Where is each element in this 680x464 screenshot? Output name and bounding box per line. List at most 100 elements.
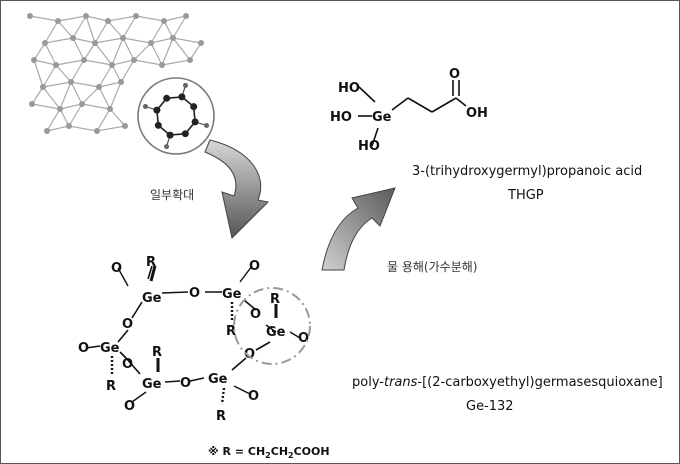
lattice-bond: [44, 20, 59, 44]
lattice-node: [105, 18, 111, 24]
lattice-bond: [70, 81, 83, 105]
thgp-structure: HO HO HO Ge O OH: [330, 67, 488, 154]
lattice-bond: [81, 86, 100, 105]
r-group: R: [146, 255, 156, 270]
lattice-network: [27, 13, 204, 134]
lattice-bond: [94, 37, 124, 44]
lattice-bond: [161, 59, 191, 66]
lattice-bond: [133, 59, 163, 66]
lattice-node: [83, 13, 89, 19]
thgp-ge-atom: Ge: [372, 110, 392, 125]
ring-node: [190, 103, 198, 111]
o-atom: O: [189, 286, 200, 301]
lattice-node: [109, 62, 115, 68]
r-group: R: [270, 292, 280, 307]
o-atom: O: [124, 399, 135, 414]
lattice-bond: [44, 37, 74, 44]
lattice-node: [96, 84, 102, 90]
ge-atom: Ge: [100, 341, 120, 356]
lattice-bond: [135, 15, 165, 22]
lattice-node: [183, 13, 189, 19]
lattice-bond: [46, 108, 61, 132]
lattice-bond: [85, 15, 109, 22]
lattice-bond: [83, 59, 113, 66]
lattice-bond: [46, 125, 70, 132]
lattice-node: [55, 18, 61, 24]
lattice-bond: [72, 37, 96, 44]
lattice-bond: [55, 64, 72, 83]
lattice-bond: [59, 81, 72, 110]
ring-node: [154, 121, 162, 129]
lattice-node: [66, 123, 72, 129]
lattice-bond: [72, 37, 85, 61]
o-atom: O: [244, 347, 255, 362]
lattice-node: [53, 62, 59, 68]
lattice-bond: [96, 108, 111, 132]
lattice-bond: [98, 64, 113, 88]
o-atom: O: [111, 261, 122, 276]
lattice-node: [40, 84, 46, 90]
zoom-label: 일부확대: [150, 188, 195, 202]
lattice-bond: [68, 103, 83, 127]
lattice-node: [42, 40, 48, 46]
lattice-node: [198, 40, 204, 46]
thgp-ho-bottom: HO: [358, 139, 380, 154]
o-atom: O: [250, 307, 261, 322]
ring-side-node: [182, 82, 188, 88]
footnote-sub2: 2: [288, 451, 294, 461]
lattice-bond: [122, 37, 152, 44]
lattice-node: [118, 79, 124, 85]
lattice-node: [170, 35, 176, 41]
lattice-bond: [107, 15, 137, 22]
thgp-oh-atom: OH: [466, 106, 488, 121]
o-atom: O: [249, 259, 260, 274]
lattice-node: [161, 18, 167, 24]
lattice-bond: [59, 103, 83, 110]
thgp-ho-left: HO: [330, 110, 352, 125]
lattice-bond: [109, 108, 126, 127]
zoom-arrow: [204, 139, 270, 240]
footnote-rhs: COOH: [293, 445, 330, 458]
lattice-bond: [111, 37, 124, 66]
footnote-mid: CH: [270, 445, 289, 458]
lattice-bond: [81, 103, 111, 110]
lattice-bond: [33, 59, 44, 88]
lattice-bond: [57, 20, 74, 39]
lattice-bond: [85, 15, 96, 44]
r-group: R: [106, 379, 116, 394]
lattice-bond: [70, 81, 100, 88]
highlight-dashed-circle: [233, 287, 311, 365]
lattice-node: [27, 13, 33, 19]
lattice-node: [94, 128, 100, 134]
magnified-ring: [142, 82, 210, 150]
lattice-bond: [133, 42, 152, 61]
lattice-bond: [57, 15, 87, 22]
lattice-node: [159, 62, 165, 68]
lattice-bond: [172, 37, 191, 61]
lattice-bond: [44, 42, 57, 66]
lattice-bond: [172, 37, 202, 44]
lattice-node: [187, 57, 193, 63]
ring-node: [153, 106, 161, 114]
r-group: R: [216, 409, 226, 424]
ring-node: [163, 94, 171, 102]
lattice-bond: [94, 20, 109, 44]
hydrolysis-arrow: [321, 187, 396, 271]
lattice-bond: [122, 37, 135, 61]
lattice-node: [57, 106, 63, 112]
ring-node: [166, 131, 174, 139]
ring-side-node: [164, 144, 170, 150]
ge132-code: Ge-132: [466, 399, 514, 414]
lattice-node: [122, 123, 128, 129]
lattice-bond: [98, 86, 111, 110]
ge-atom: Ge: [142, 377, 162, 392]
footnote-lhs: R = CH: [222, 445, 266, 458]
lattice-bond: [42, 86, 61, 110]
lattice-bond: [94, 42, 113, 66]
lattice-bond: [33, 42, 46, 61]
lattice-bond: [98, 81, 122, 88]
lattice-node: [120, 35, 126, 41]
lattice-bond: [33, 59, 57, 66]
lattice-bond: [68, 125, 98, 132]
lattice-bond: [96, 125, 126, 132]
